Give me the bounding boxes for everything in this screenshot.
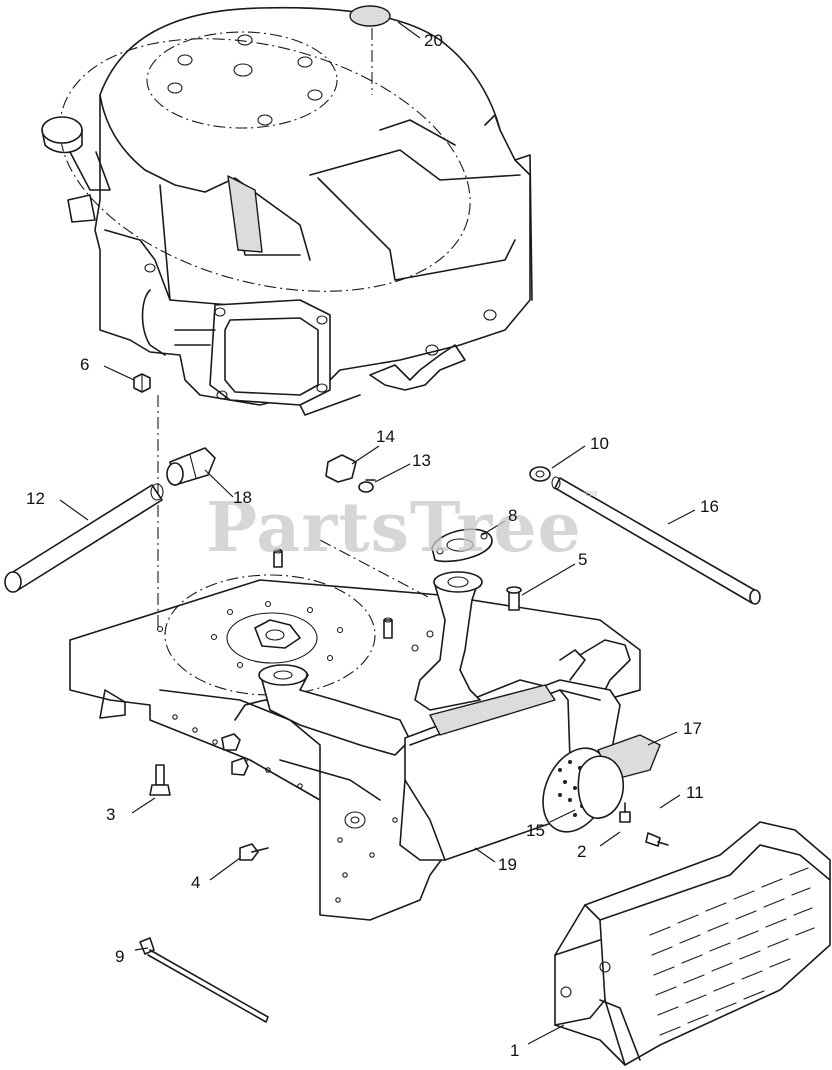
tube-16[interactable] (551, 476, 761, 605)
callout-15[interactable]: 15 (526, 821, 545, 840)
callout-6[interactable]: 6 (80, 355, 90, 374)
partstree-watermark: PartsTree™ (206, 488, 601, 568)
callout-8[interactable]: 8 (508, 506, 518, 525)
callout-14[interactable]: 14 (376, 427, 395, 446)
frame[interactable] (69, 548, 641, 921)
callout-19[interactable]: 19 (498, 855, 517, 874)
clip-14[interactable] (325, 454, 357, 483)
clamp-10[interactable] (529, 466, 551, 482)
cable-tie-9[interactable] (139, 937, 269, 1023)
engine[interactable] (32, 0, 533, 416)
exhaust-pipe[interactable] (258, 571, 483, 756)
nut-6[interactable] (133, 373, 151, 393)
screw-11[interactable] (645, 832, 669, 847)
watermark-text: PartsTree (206, 488, 582, 568)
muffler-guard-1[interactable] (554, 821, 831, 1066)
callout-4[interactable]: 4 (191, 873, 201, 892)
callout-3[interactable]: 3 (106, 805, 116, 824)
callout-16[interactable]: 16 (700, 497, 719, 516)
callout-5[interactable]: 5 (578, 550, 588, 569)
bolt-3[interactable] (149, 764, 171, 796)
callout-20[interactable]: 20 (424, 31, 443, 50)
screw-2[interactable] (619, 802, 631, 823)
screw-13[interactable] (358, 479, 376, 493)
callout-2[interactable]: 2 (577, 842, 587, 861)
callout-18[interactable]: 18 (233, 488, 252, 507)
bolt-5[interactable] (506, 586, 522, 611)
leader-lines (59, 21, 696, 1045)
callout-17[interactable]: 17 (683, 719, 702, 738)
watermark-trademark: ™ (581, 488, 601, 509)
gasket-8[interactable] (431, 528, 493, 563)
connector-18[interactable] (166, 447, 216, 486)
decal-20[interactable] (349, 5, 391, 27)
callout-11[interactable]: 11 (686, 783, 704, 802)
callout-10[interactable]: 10 (590, 434, 609, 453)
callout-9[interactable]: 9 (115, 947, 125, 966)
callout-1[interactable]: 1 (510, 1041, 520, 1060)
callout-13[interactable]: 13 (412, 451, 431, 470)
tube-12[interactable] (4, 483, 164, 593)
bolt-4[interactable] (239, 843, 269, 861)
callout-12[interactable]: 12 (26, 489, 45, 508)
